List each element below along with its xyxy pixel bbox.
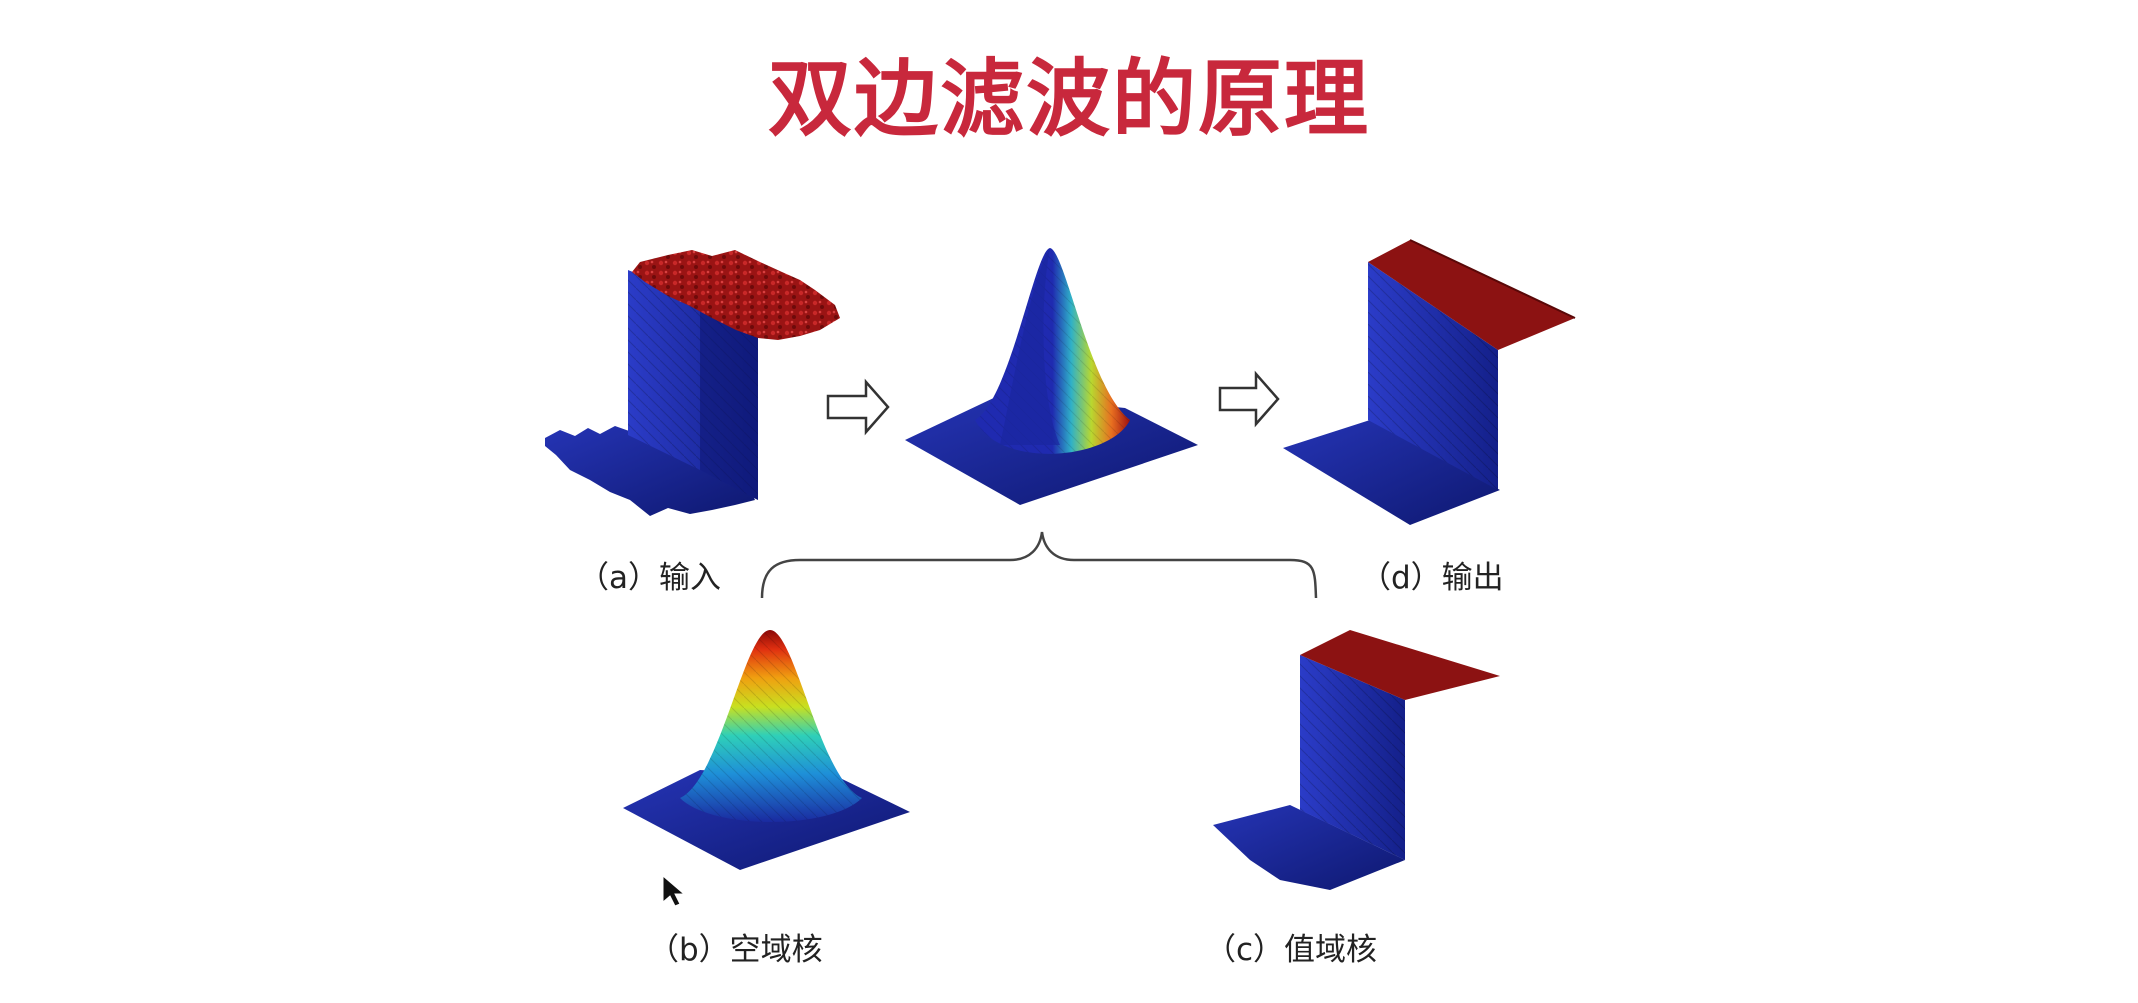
caption-input: （a）输入	[578, 560, 721, 596]
input-noisy-edge-plot	[545, 250, 840, 516]
caption-spatial-kernel: （b）空域核	[648, 932, 823, 968]
mouse-cursor-icon	[662, 874, 686, 907]
arrow-right-icon	[826, 378, 890, 436]
range-kernel-plot	[1213, 630, 1500, 890]
curly-brace	[760, 531, 1318, 599]
caption-output: （d）输出	[1360, 560, 1504, 596]
arrow-right-icon	[1218, 370, 1280, 428]
caption-range-kernel: （c）值域核	[1205, 932, 1378, 968]
combined-kernel-plot	[905, 248, 1198, 505]
slide-title: 双边滤波的原理	[767, 50, 1370, 148]
spatial-kernel-plot	[623, 630, 910, 870]
output-clean-edge-plot	[1283, 239, 1576, 525]
